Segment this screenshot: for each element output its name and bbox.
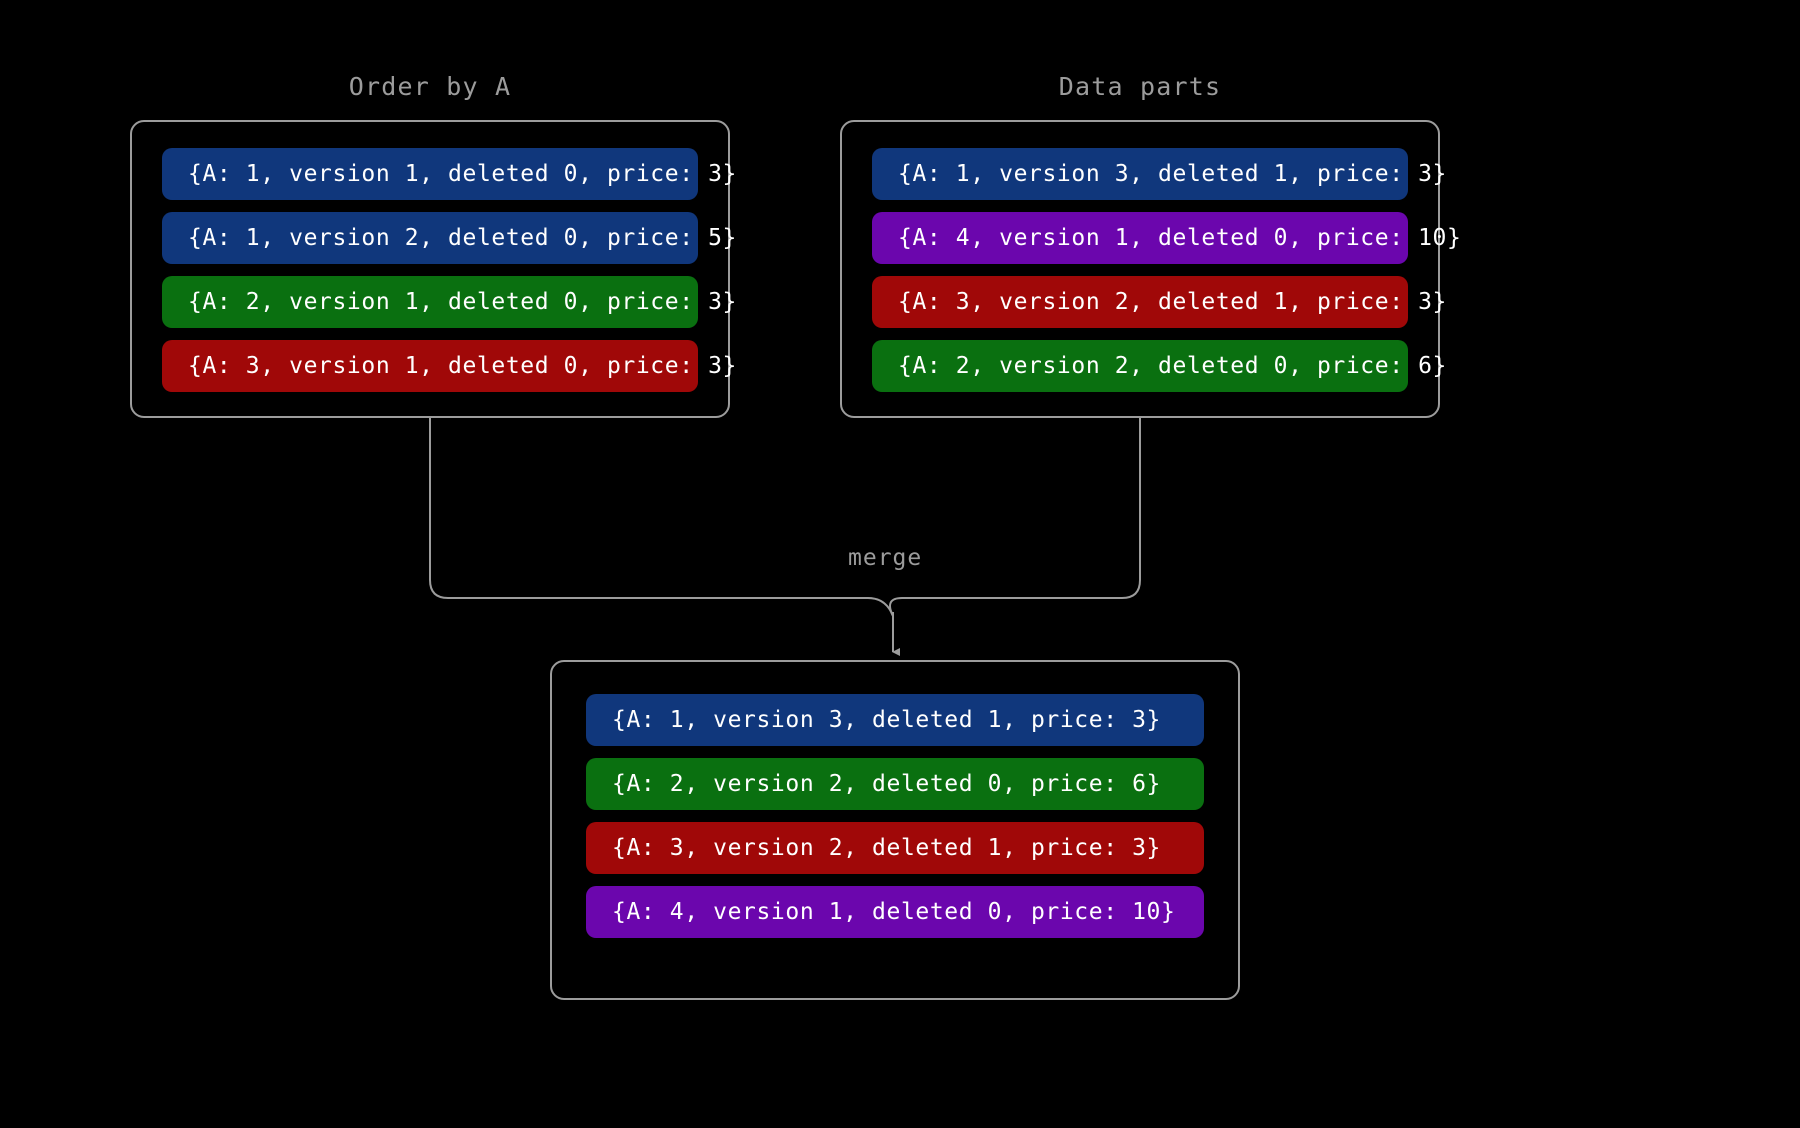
merge-result-panel: {A: 1, version 3, deleted 1, price: 3} {… <box>550 660 1240 1000</box>
list-item-label: {A: 3, version 1, deleted 0, price: 3} <box>188 353 737 379</box>
list-item-label: {A: 1, version 3, deleted 1, price: 3} <box>898 161 1447 187</box>
list-item[interactable]: {A: 2, version 1, deleted 0, price: 3} <box>162 276 736 328</box>
list-item[interactable]: {A: 2, version 2, deleted 0, price: 6} <box>872 340 1446 392</box>
data-parts-panel: {A: 1, version 3, deleted 1, price: 3} {… <box>840 120 1461 418</box>
data-parts-rows: {A: 1, version 3, deleted 1, price: 3} {… <box>842 122 1461 418</box>
order-by-panel: {A: 1, version 1, deleted 0, price: 3} {… <box>130 120 736 418</box>
list-item-label: {A: 2, version 2, deleted 0, price: 6} <box>612 771 1161 797</box>
list-item-label: {A: 3, version 2, deleted 1, price: 3} <box>612 835 1161 861</box>
list-item-label: {A: 3, version 2, deleted 1, price: 3} <box>898 289 1447 315</box>
list-item[interactable]: {A: 4, version 1, deleted 0, price: 10} <box>586 886 1204 938</box>
data-parts-panel-title: Data parts <box>1058 72 1222 101</box>
list-item-label: {A: 4, version 1, deleted 0, price: 10} <box>898 225 1462 251</box>
list-item[interactable]: {A: 1, version 3, deleted 1, price: 3} <box>872 148 1446 200</box>
list-item[interactable]: {A: 1, version 3, deleted 1, price: 3} <box>586 694 1204 746</box>
list-item-label: {A: 1, version 2, deleted 0, price: 5} <box>188 225 737 251</box>
list-item-label: {A: 2, version 1, deleted 0, price: 3} <box>188 289 737 315</box>
order-by-rows: {A: 1, version 1, deleted 0, price: 3} {… <box>132 122 736 418</box>
merge-result-rows: {A: 1, version 3, deleted 1, price: 3} {… <box>552 662 1238 970</box>
list-item-label: {A: 4, version 1, deleted 0, price: 10} <box>612 899 1176 925</box>
list-item-label: {A: 1, version 3, deleted 1, price: 3} <box>612 707 1161 733</box>
list-item[interactable]: {A: 3, version 2, deleted 1, price: 3} <box>872 276 1446 328</box>
merge-label: merge <box>848 545 923 571</box>
list-item[interactable]: {A: 1, version 2, deleted 0, price: 5} <box>162 212 736 264</box>
merge-branch-right <box>889 418 1141 617</box>
list-item[interactable]: {A: 3, version 2, deleted 1, price: 3} <box>586 822 1204 874</box>
list-item[interactable]: {A: 2, version 2, deleted 0, price: 6} <box>586 758 1204 810</box>
list-item[interactable]: {A: 4, version 1, deleted 0, price: 10} <box>872 212 1461 264</box>
list-item-label: {A: 2, version 2, deleted 0, price: 6} <box>898 353 1447 379</box>
list-item[interactable]: {A: 1, version 1, deleted 0, price: 3} <box>162 148 736 200</box>
merge-branch-left <box>429 418 894 617</box>
list-item-label: {A: 1, version 1, deleted 0, price: 3} <box>188 161 737 187</box>
order-by-panel-title: Order by A <box>348 72 512 101</box>
list-item[interactable]: {A: 3, version 1, deleted 0, price: 3} <box>162 340 736 392</box>
